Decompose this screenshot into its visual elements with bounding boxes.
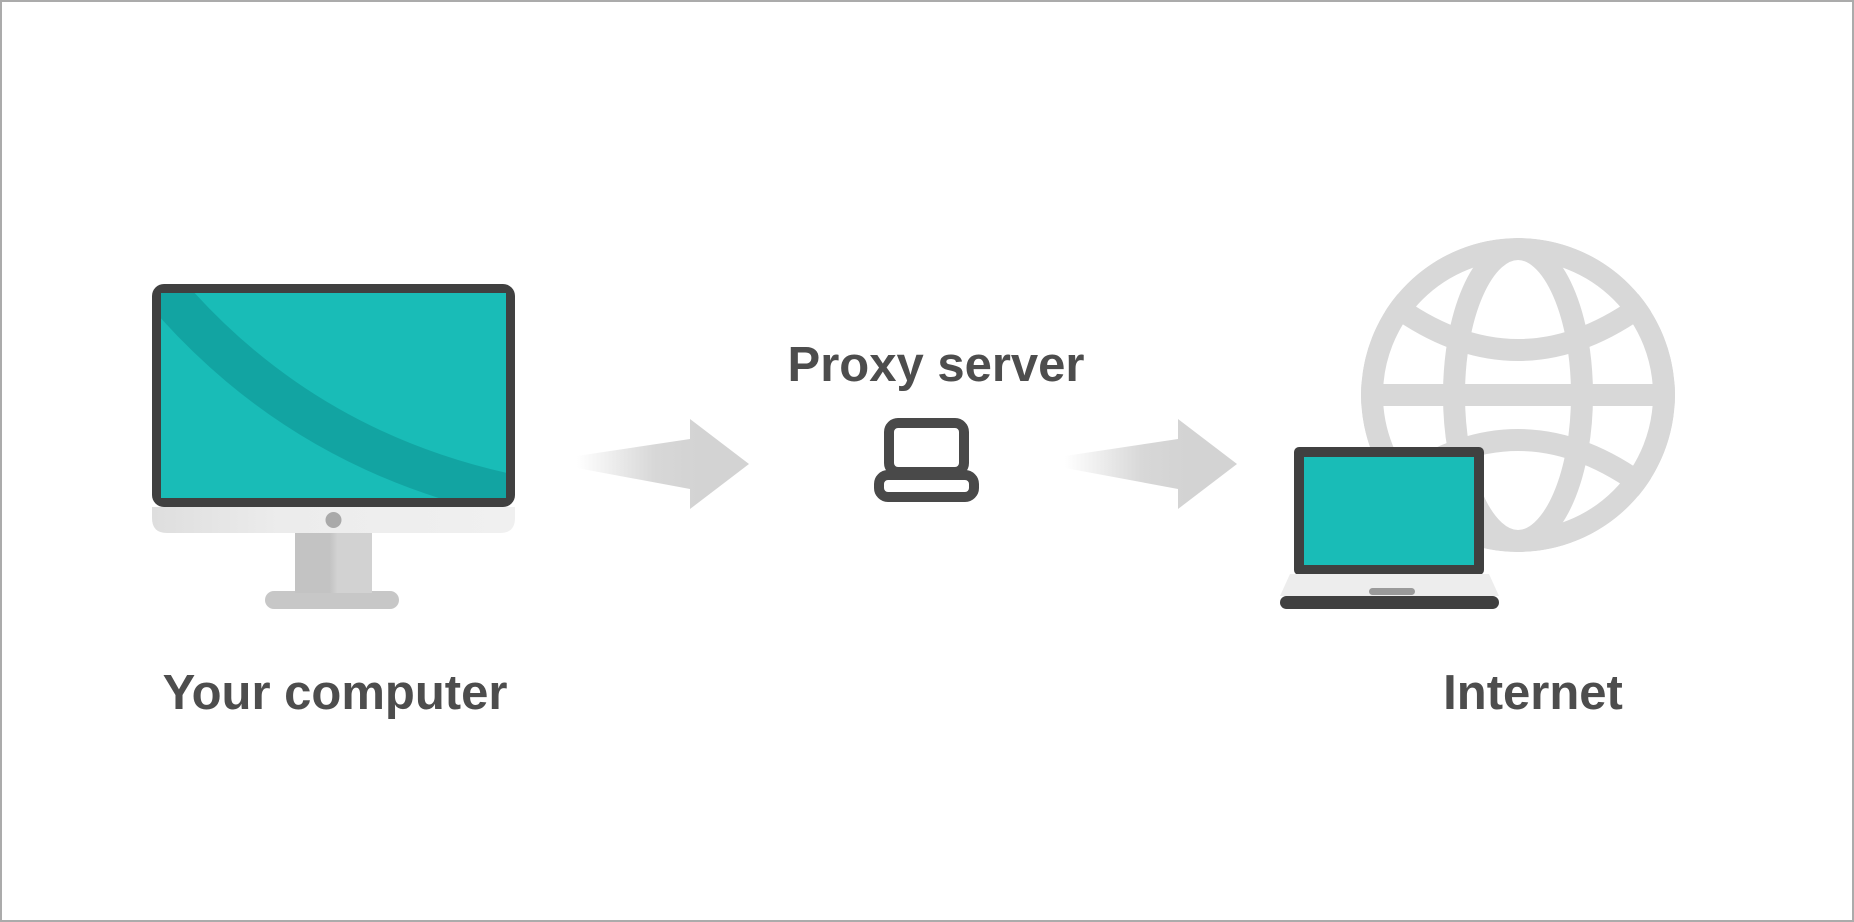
monitor-base [265,591,399,609]
screen-swoosh [161,293,506,498]
node-your-computer: Your computer [152,280,516,730]
node-internet: Internet [1272,230,1684,719]
laptop-deck [1280,574,1499,596]
laptop-outline-icon [874,418,979,502]
laptop-screen [1304,457,1474,565]
laptop-touchpad [1369,588,1415,595]
node-label-proxy-server: Proxy server [787,338,1085,392]
node-proxy-server: Proxy server [788,339,1084,514]
globe-laptop-icon [1280,238,1675,609]
monitor-stand [295,533,372,593]
arrow-right-icon [1065,419,1237,509]
monitor-button [325,512,342,528]
laptop-base [1280,596,1499,609]
laptop-outline-base [874,470,979,502]
desktop-computer-icon [152,284,515,609]
node-label-internet: Internet [1443,666,1623,720]
laptop-outline-screen [884,418,969,477]
arrow-right-icon [577,419,749,509]
node-label-your-computer: Your computer [162,666,508,720]
laptop-icon [1280,447,1499,609]
